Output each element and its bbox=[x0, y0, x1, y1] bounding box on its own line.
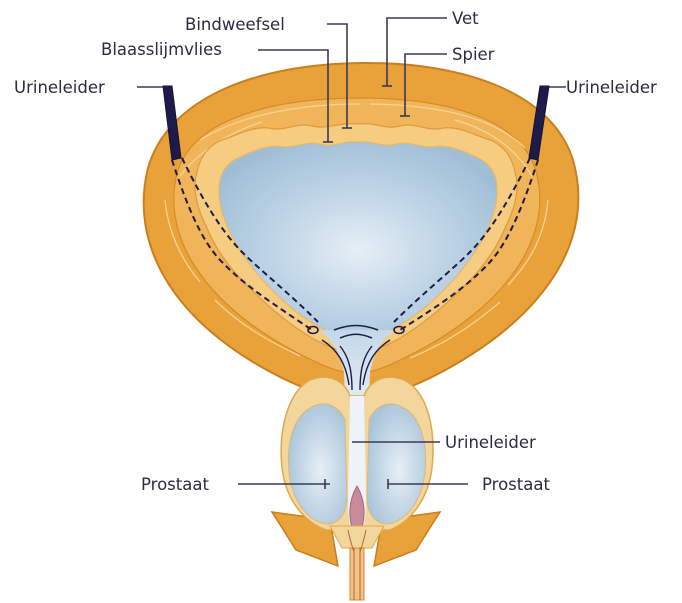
label-bindweefsel: Bindweefsel bbox=[185, 15, 285, 34]
label-prostaat-right: Prostaat bbox=[482, 475, 550, 494]
label-vet: Vet bbox=[452, 9, 479, 28]
prostate-base-wedge bbox=[330, 526, 384, 548]
label-blaasslijmvlies: Blaasslijmvlies bbox=[101, 40, 222, 59]
label-prostaat-left: Prostaat bbox=[141, 475, 209, 494]
urethra-exit bbox=[350, 548, 364, 600]
label-urineleider-center: Urineleider bbox=[445, 433, 536, 452]
label-urineleider-right: Urineleider bbox=[566, 78, 657, 97]
label-spier: Spier bbox=[452, 45, 495, 64]
label-urineleider-left: Urineleider bbox=[14, 78, 105, 97]
